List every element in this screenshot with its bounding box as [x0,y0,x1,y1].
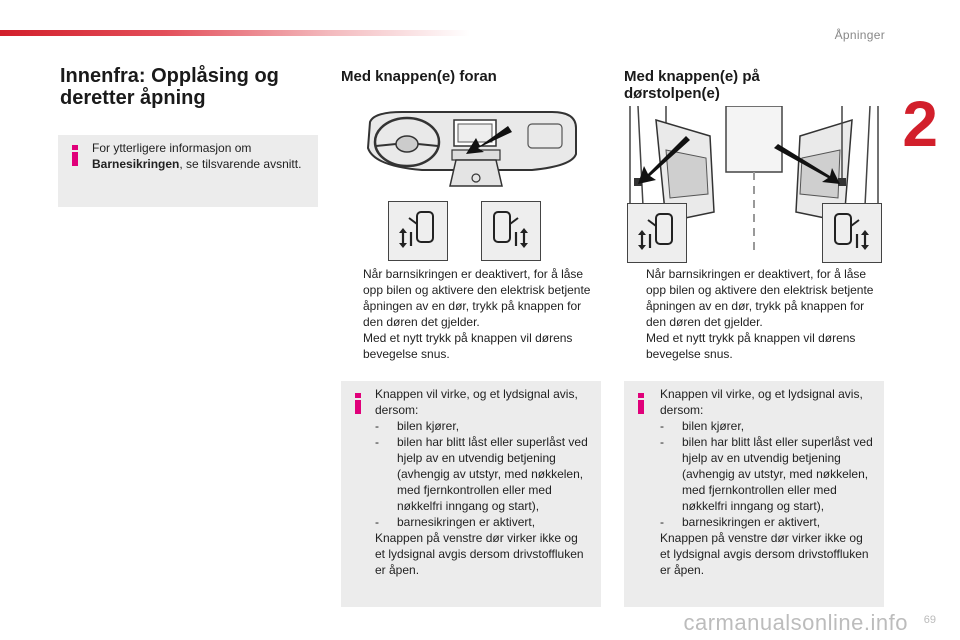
info-bold-term: Barnesikringen [92,157,180,171]
watermark: carmanualsonline.info [683,610,908,635]
arrow-left [638,136,690,184]
note-intro: Knappen vil virke, og et lydsignal avis,… [375,387,578,417]
page-title: Innenfra: Opplåsing og deretter åpning [60,65,279,109]
door-button-icon [399,211,434,248]
front-right-door-button [481,201,541,261]
list-item: Med et nytt trykk på knappen vil dørens … [363,331,573,361]
list-item: -bilen har blitt låst eller superlåst ve… [660,435,873,513]
list-item: Med et nytt trykk på knappen vil dørens … [646,331,856,361]
chapter-number: 2 [902,88,938,160]
right-pillar-door-button [822,203,882,263]
note-outro: Knappen på venstre dør virker ikke og et… [660,531,869,577]
door-button-icon [834,213,869,250]
info-text: For ytterligere informasjon om Barnesikr… [92,141,302,171]
list-item: -barnesikringen er aktivert, [660,515,821,529]
note-box-front: Knappen vil virke, og et lydsignal avis,… [341,381,601,607]
list-item: -barnesikringen er aktivert, [375,515,536,529]
header-accent-bar [0,30,470,36]
note-box-pillar: Knappen vil virke, og et lydsignal avis,… [624,381,884,607]
steering-wheel [373,116,441,168]
arrow-pointer [466,126,512,154]
section-title: Åpninger [834,28,885,42]
heading-front-buttons: Med knappen(e) foran [341,68,497,85]
front-left-door-button [388,201,448,261]
bullets-front: Når barnsikringen er deaktivert, for å l… [341,266,603,362]
bullets-pillar: Når barnsikringen er deaktivert, for å l… [624,266,886,362]
info-icon [355,393,361,414]
cabin-interior [725,106,783,173]
list-item: -bilen kjører, [660,419,745,433]
door-button-icon [638,213,673,250]
heading-pillar-buttons: Med knappen(e) på dørstolpen(e) [624,68,760,102]
info-icon [72,145,78,166]
note-outro: Knappen på venstre dør virker ikke og et… [375,531,584,577]
list-item: Når barnsikringen er deaktivert, for å l… [646,267,874,329]
list-item: -bilen kjører, [375,419,460,433]
page-number: 69 [923,614,936,626]
list-item: -bilen har blitt låst eller superlåst ve… [375,435,588,513]
list-item: Når barnsikringen er deaktivert, for å l… [363,267,591,329]
left-pillar-door-button [627,203,687,263]
arrow-right [774,144,840,184]
info-icon [638,393,644,414]
console [449,159,503,187]
door-button-icon [493,211,528,248]
info-note-child-lock: For ytterligere informasjon om Barnesikr… [58,135,318,207]
note-intro: Knappen vil virke, og et lydsignal avis,… [660,387,863,417]
dashboard-illustration [366,111,577,187]
